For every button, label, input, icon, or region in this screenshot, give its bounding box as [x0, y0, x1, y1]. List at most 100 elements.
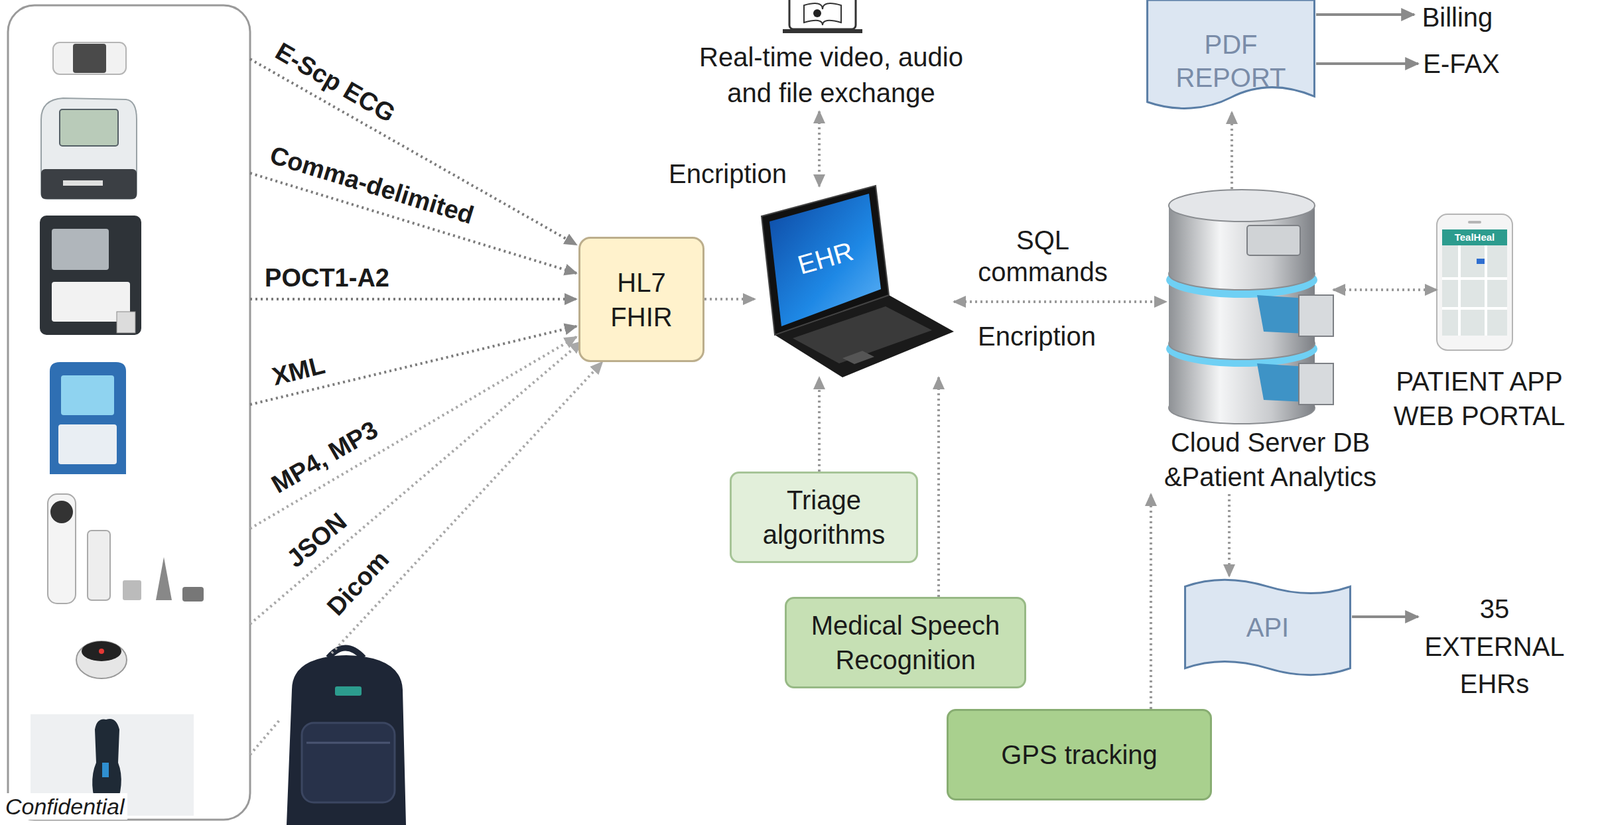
connector [1351, 615, 1419, 619]
database-server-illustration [1247, 225, 1301, 256]
ecg-card-device [53, 42, 127, 75]
kiosk-device [61, 375, 115, 416]
database-server-illustration [1298, 295, 1334, 337]
connector [1316, 62, 1419, 66]
connector [1316, 13, 1415, 16]
process-box: HL7 FHIR [578, 236, 705, 363]
otoscope-set [47, 494, 76, 604]
process-box: Triage algorithms [729, 471, 919, 564]
connector [704, 297, 755, 301]
node-text: HL7 FHIR [588, 265, 695, 335]
connector [817, 377, 821, 472]
free-label: POCT1-A2 [262, 263, 393, 294]
video-call-icon [813, 9, 822, 18]
free-label: JSON [279, 505, 356, 577]
analyzer-device [41, 98, 137, 200]
poc-analyzer-device [39, 215, 142, 335]
process-box: Medical Speech Recognition [784, 597, 1027, 689]
analyzer-device [41, 169, 137, 200]
node-text: EHR [793, 233, 858, 282]
text-node: Billing [1414, 0, 1501, 35]
otoscope-set [50, 500, 73, 524]
connector [817, 111, 821, 187]
medical-backpack [334, 686, 362, 696]
node-text: GPS tracking [1000, 737, 1158, 773]
stethoscope-device [76, 641, 127, 679]
video-call-icon [782, 29, 863, 34]
free-label: TealHeal [1454, 231, 1496, 244]
device-panel [7, 5, 251, 820]
free-label: MP4, MP3 [264, 413, 386, 502]
phone-illustration [1436, 214, 1513, 351]
laptop-illustration [761, 185, 954, 378]
phone-illustration [1436, 214, 1513, 351]
otoscope-set [122, 580, 142, 601]
document-outline [1147, 0, 1315, 109]
free-label: Encription [977, 320, 1096, 353]
poc-analyzer-device [39, 215, 142, 335]
stethoscope-device [81, 641, 122, 662]
text-node: Real-time video, audio and file exchange [671, 38, 991, 112]
document-shape: API [1183, 576, 1352, 679]
database-server-illustration [1298, 363, 1334, 405]
ecg-card-device [53, 42, 127, 75]
laptop-node: EHR [754, 186, 954, 378]
video-call-icon [782, 0, 863, 34]
ultrasound-probe [102, 762, 109, 778]
edge-label: Encription [668, 157, 787, 190]
connector [953, 300, 1167, 304]
phone-illustration [1476, 258, 1485, 265]
connector [1149, 494, 1153, 710]
free-label: Confidential [2, 793, 128, 821]
free-label: Dicom [319, 543, 398, 625]
text-node: 35 EXTERNAL EHRs [1418, 590, 1571, 704]
kiosk-device [49, 362, 127, 475]
analyzer-device [41, 98, 137, 200]
process-box: GPS tracking [946, 709, 1212, 801]
text-node: E-FAX [1418, 46, 1505, 81]
device-link [250, 336, 577, 529]
laptop-illustration [761, 185, 889, 335]
node-text: Real-time video, audio and file exchange [685, 39, 978, 111]
video-call-icon [789, 0, 856, 30]
device-link [250, 326, 577, 405]
device-link [331, 362, 603, 654]
kiosk-device [58, 424, 117, 465]
laptop-illustration [769, 193, 881, 327]
free-label: Comma-delimited [263, 139, 480, 232]
otoscope-set [155, 557, 172, 601]
phone-illustration [1442, 229, 1508, 246]
stethoscope-device [76, 641, 127, 679]
phone-illustration [1467, 220, 1482, 224]
node-text: E-FAX [1422, 46, 1500, 81]
medical-backpack [286, 655, 406, 825]
node-text: Medical Speech Recognition [796, 608, 1015, 678]
free-label: XML [266, 349, 332, 394]
document-outline [1185, 579, 1351, 676]
phone-illustration [1442, 229, 1508, 336]
analyzer-device [63, 180, 103, 186]
device-link [250, 59, 577, 245]
database-server-illustration [1168, 189, 1315, 222]
node-text: Billing [1422, 0, 1494, 35]
otoscope-set [87, 530, 111, 601]
database-node: Cloud Server DB &Patient Analytics [1127, 189, 1413, 495]
kiosk-device [49, 362, 127, 475]
device-panel [7, 5, 251, 820]
node-text: PATIENT APP WEB PORTAL [1379, 364, 1579, 434]
otoscope-set [182, 587, 204, 602]
node-text: PDF REPORT [1154, 27, 1308, 95]
stethoscope-device [98, 648, 105, 655]
edge-label: SQL commands [969, 224, 1116, 288]
video-call-icon [803, 3, 842, 26]
connector [1227, 494, 1231, 577]
node-text: API [1246, 610, 1289, 645]
connector [937, 377, 940, 598]
connector [1230, 112, 1234, 190]
node-text: Cloud Server DB &Patient Analytics [1127, 425, 1413, 495]
document-shape: PDF REPORT [1145, 0, 1317, 113]
device-link [250, 59, 603, 755]
